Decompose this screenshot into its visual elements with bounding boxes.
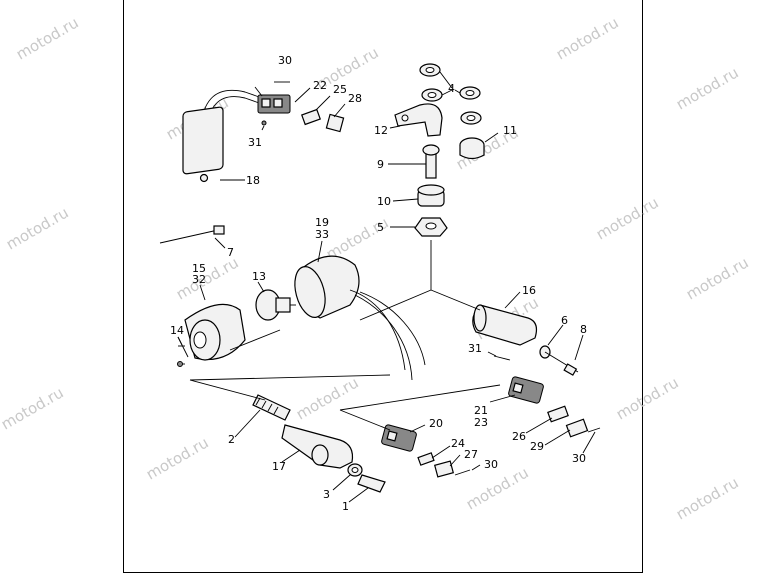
seal-27 (433, 460, 455, 478)
part-label: 31 (248, 136, 262, 149)
connector-assembly (182, 81, 345, 183)
part-label: 16 (522, 284, 536, 297)
part-label: 8 (580, 323, 587, 336)
part-label: 30 (572, 452, 586, 465)
part-label: 18 (246, 174, 260, 187)
part-label: 23 (474, 416, 488, 429)
seal-28 (325, 113, 345, 133)
watermark: motod.ru (143, 433, 212, 483)
part-label: 2 (228, 433, 235, 446)
part-labels: 30 22 25 28 31 18 4 12 11 9 10 5 7 19 33… (170, 54, 587, 513)
part-label: 14 (170, 324, 184, 337)
part-label: 28 (348, 92, 362, 105)
seal-29 (565, 418, 589, 438)
diagram-frame (123, 0, 643, 573)
part-label: 21 (474, 404, 488, 417)
watermark: motod.ru (613, 373, 682, 423)
part-label: 24 (451, 437, 465, 450)
terminal-25 (301, 108, 321, 126)
watermark-layer: motod.ru motod.ru motod.ru motod.ru moto… (0, 13, 752, 523)
part-label: 7 (227, 246, 234, 259)
mounting-plate (182, 106, 224, 175)
part-label: 32 (192, 273, 206, 286)
part-label: 29 (530, 440, 544, 453)
spring-2 (252, 394, 291, 421)
connector-right (508, 376, 601, 438)
watermark: motod.ru (0, 383, 67, 433)
watermark: motod.ru (3, 203, 72, 253)
part-label: 20 (429, 417, 443, 430)
tube-assembly (472, 304, 579, 376)
watermark: motod.ru (173, 253, 242, 303)
watermark: motod.ru (553, 13, 622, 63)
cable-tie (159, 225, 225, 244)
part-label: 11 (503, 124, 517, 137)
screws-14 (177, 345, 185, 367)
watermark: motod.ru (293, 373, 362, 423)
part-label: 30 (484, 458, 498, 471)
part-label: 10 (377, 195, 391, 208)
leader-lines (177, 71, 596, 503)
part-label: 30 (278, 54, 292, 67)
part-label: 4 (448, 82, 455, 95)
bulb (255, 289, 296, 321)
spring-1 (357, 474, 386, 493)
lamp-housing (294, 255, 426, 381)
part-label: 12 (374, 124, 388, 137)
part-label: 15 (192, 262, 206, 275)
part-label: 5 (377, 221, 384, 234)
mounting-hardware-stack (394, 63, 485, 290)
part-label: 6 (561, 314, 568, 327)
part-label: 26 (512, 430, 526, 443)
watermark: motod.ru (683, 253, 752, 303)
watermark: motod.ru (673, 473, 742, 523)
lower-assembly (252, 394, 386, 493)
assembly-lines (189, 289, 501, 431)
part-label: 13 (252, 270, 266, 283)
terminal-26 (547, 405, 569, 423)
part-label: 9 (377, 158, 384, 171)
lens (184, 303, 246, 361)
part-label: 17 (272, 460, 286, 473)
bracket-12 (394, 103, 443, 137)
watermark: motod.ru (673, 63, 742, 113)
connector-bottom (381, 424, 471, 478)
part-label: 1 (342, 500, 349, 513)
watermark: motod.ru (593, 193, 662, 243)
part-label: 3 (323, 488, 330, 501)
part-label: 19 (315, 216, 329, 229)
part-label: 22 (313, 79, 327, 92)
watermark: motod.ru (13, 13, 82, 63)
terminal-24 (417, 452, 435, 466)
part-label: 27 (464, 448, 478, 461)
part-label: 31 (468, 342, 482, 355)
part-label: 33 (315, 228, 329, 241)
part-label: 25 (333, 83, 347, 96)
